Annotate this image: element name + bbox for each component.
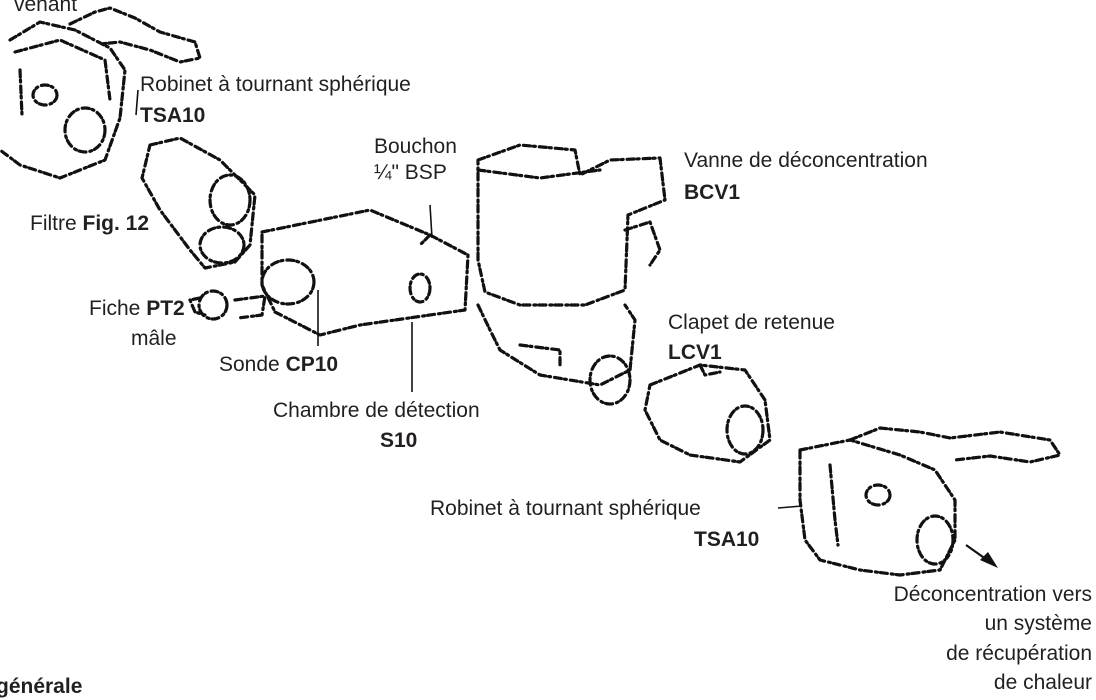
chamber-code: S10 [380,429,418,452]
leader-bottom-valve [777,505,803,509]
check-valve-name: Clapet de retenue [668,311,835,334]
caption-fragment: générale [0,675,83,698]
filter-prefix: Filtre [30,212,83,235]
connector-code: PT2 [146,297,185,320]
blowdown-valve-code: BCV1 [684,181,741,204]
blowdown-valve-name: Vanne de déconcentration [684,149,928,172]
pt2-connector-drawing [188,289,229,321]
check-valve-code: LCV1 [668,341,722,364]
top-ball-valve-drawing [0,6,202,180]
plug-label-line1: Bouchon [374,135,457,158]
top-valve-name: Robinet à tournant sphérique [140,73,411,96]
bottom-valve-code: TSA10 [694,528,760,551]
blowdown-valve-drawing [476,143,667,406]
incoming-label: venant [14,0,78,16]
filter-drawing [140,136,257,270]
leader-plug [429,204,433,239]
bottom-valve-name: Robinet à tournant sphérique [430,497,701,520]
plug-label-line2: ¼" BSP [374,161,447,184]
chamber-name: Chambre de détection [273,399,480,422]
bottom-ball-valve-drawing [798,426,1062,577]
leader-top-valve [135,89,139,116]
connector-label: Fiche PT2 [89,296,185,322]
outlet-line4: de chaleur [993,671,1092,694]
top-valve-code: TSA10 [140,104,206,127]
detection-chamber-drawing [233,208,470,337]
probe-prefix: Sonde [219,353,286,376]
check-valve-drawing [643,363,772,464]
outlet-line2: un système [984,612,1092,635]
probe-code: CP10 [285,353,339,376]
outlet-line1: Déconcentration vers [893,583,1092,606]
outlet-line3: de récupération [946,642,1092,665]
outlet-arrow [965,544,998,568]
probe-label: Sonde CP10 [219,352,338,378]
filter-ref: Fig. 12 [82,212,150,235]
filter-label: Filtre Fig. 12 [30,211,149,237]
connector-suffix: mâle [131,327,177,350]
connector-prefix: Fiche [89,297,147,320]
